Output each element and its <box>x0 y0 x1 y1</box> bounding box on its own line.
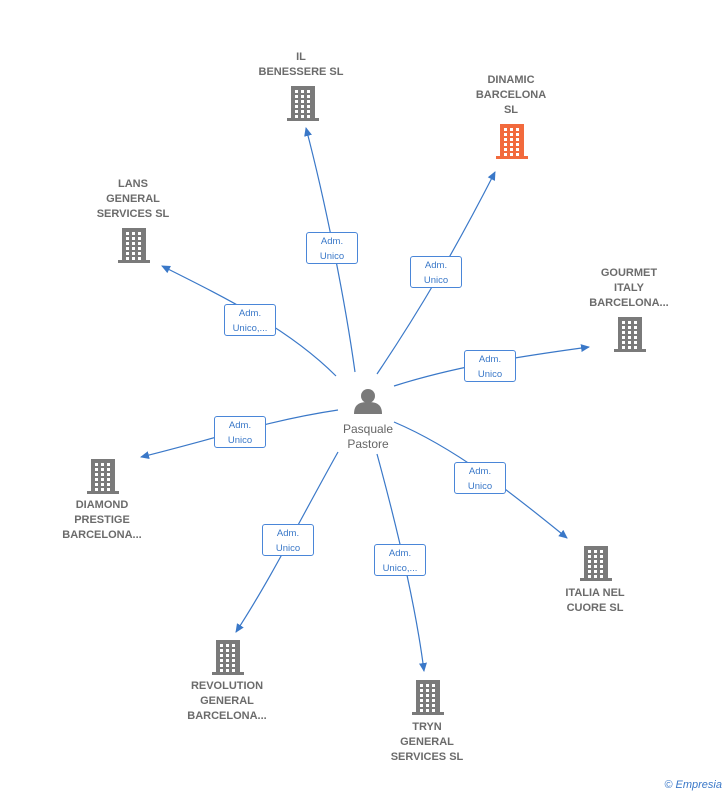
company-name-line: SERVICES SL <box>390 751 464 763</box>
company-name-line: LANS <box>118 178 148 190</box>
building-icon[interactable] <box>118 228 150 263</box>
company-name-line: GENERAL <box>106 193 160 205</box>
company-name-line: REVOLUTION <box>190 680 264 692</box>
role-line: Unico <box>477 369 503 380</box>
person-name-line: Pastore <box>347 437 389 451</box>
person-name-line: Pasquale <box>342 422 394 436</box>
role-line: Unico,... <box>232 323 268 334</box>
company-label-lans-general[interactable]: LANS GENERAL SERVICES SL <box>68 177 198 222</box>
role-line: Adm. <box>228 420 252 431</box>
role-line: Unico <box>319 251 345 262</box>
company-name-line: GENERAL <box>400 736 454 748</box>
company-name-line: BARCELONA... <box>62 529 142 541</box>
company-name-line: DINAMIC <box>487 74 535 86</box>
center-person-label[interactable]: Pasquale Pastore <box>318 422 418 452</box>
role-line: Unico <box>227 435 253 446</box>
company-name-line: CUORE SL <box>566 602 624 614</box>
building-icon[interactable] <box>614 317 646 352</box>
role-line: Adm. <box>238 308 262 319</box>
company-name-line: ITALY <box>614 282 644 294</box>
company-label-dinamic-barcelona[interactable]: DINAMIC BARCELONA SL <box>446 73 576 118</box>
company-name-line: ITALIA NEL <box>565 587 625 599</box>
company-name-line: BARCELONA... <box>187 710 267 722</box>
company-name-line: IL <box>296 51 306 63</box>
building-icon[interactable] <box>87 459 119 494</box>
role-line: Unico,... <box>382 563 418 574</box>
role-line: Unico <box>423 275 449 286</box>
company-label-tryn-general[interactable]: TRYN GENERAL SERVICES SL <box>362 720 492 765</box>
role-badge-il-benessere[interactable]: Adm. Unico <box>306 232 358 264</box>
company-label-gourmet-italy[interactable]: GOURMET ITALY BARCELONA... <box>564 266 694 311</box>
company-name-line: DIAMOND <box>75 499 129 511</box>
company-name-line: GOURMET <box>600 267 658 279</box>
role-line: Adm. <box>424 260 448 271</box>
company-label-revolution-general[interactable]: REVOLUTION GENERAL BARCELONA... <box>162 679 292 724</box>
copyright-icon: © <box>664 779 673 791</box>
company-name-line: GENERAL <box>200 695 254 707</box>
role-line: Adm. <box>478 354 502 365</box>
role-line: Adm. <box>468 466 492 477</box>
brand-name: Empresia <box>675 779 722 791</box>
role-line: Adm. <box>320 236 344 247</box>
company-name-line: BARCELONA <box>475 89 547 101</box>
building-icon[interactable] <box>287 86 319 121</box>
building-icon[interactable] <box>496 124 528 159</box>
building-icon[interactable] <box>412 680 444 715</box>
company-name-line: PRESTIGE <box>74 514 130 526</box>
role-line: Adm. <box>388 548 412 559</box>
role-line: Unico <box>275 543 301 554</box>
role-line: Unico <box>467 481 493 492</box>
company-label-diamond-prestige[interactable]: DIAMOND PRESTIGE BARCELONA... <box>37 498 167 543</box>
watermark: © Empresia <box>664 779 722 791</box>
role-badge-gourmet-italy[interactable]: Adm. Unico <box>464 350 516 382</box>
person-icon <box>354 389 382 414</box>
role-badge-revolution-general[interactable]: Adm. Unico <box>262 524 314 556</box>
role-badge-diamond-prestige[interactable]: Adm. Unico <box>214 416 266 448</box>
company-name-line: BENESSERE SL <box>258 66 344 78</box>
company-label-il-benessere[interactable]: IL BENESSERE SL <box>236 50 366 80</box>
role-badge-dinamic-barcelona[interactable]: Adm. Unico <box>410 256 462 288</box>
role-badge-tryn-general[interactable]: Adm. Unico,... <box>374 544 426 576</box>
role-badge-lans-general[interactable]: Adm. Unico,... <box>224 304 276 336</box>
building-icon[interactable] <box>580 546 612 581</box>
company-name-line: SL <box>503 104 519 116</box>
company-name-line: SERVICES SL <box>96 208 170 220</box>
company-name-line: BARCELONA... <box>589 297 669 309</box>
company-label-italia-nel-cuore[interactable]: ITALIA NEL CUORE SL <box>530 586 660 616</box>
building-icon[interactable] <box>212 640 244 675</box>
role-line: Adm. <box>276 528 300 539</box>
company-name-line: TRYN <box>412 721 442 733</box>
role-badge-italia-nel-cuore[interactable]: Adm. Unico <box>454 462 506 494</box>
